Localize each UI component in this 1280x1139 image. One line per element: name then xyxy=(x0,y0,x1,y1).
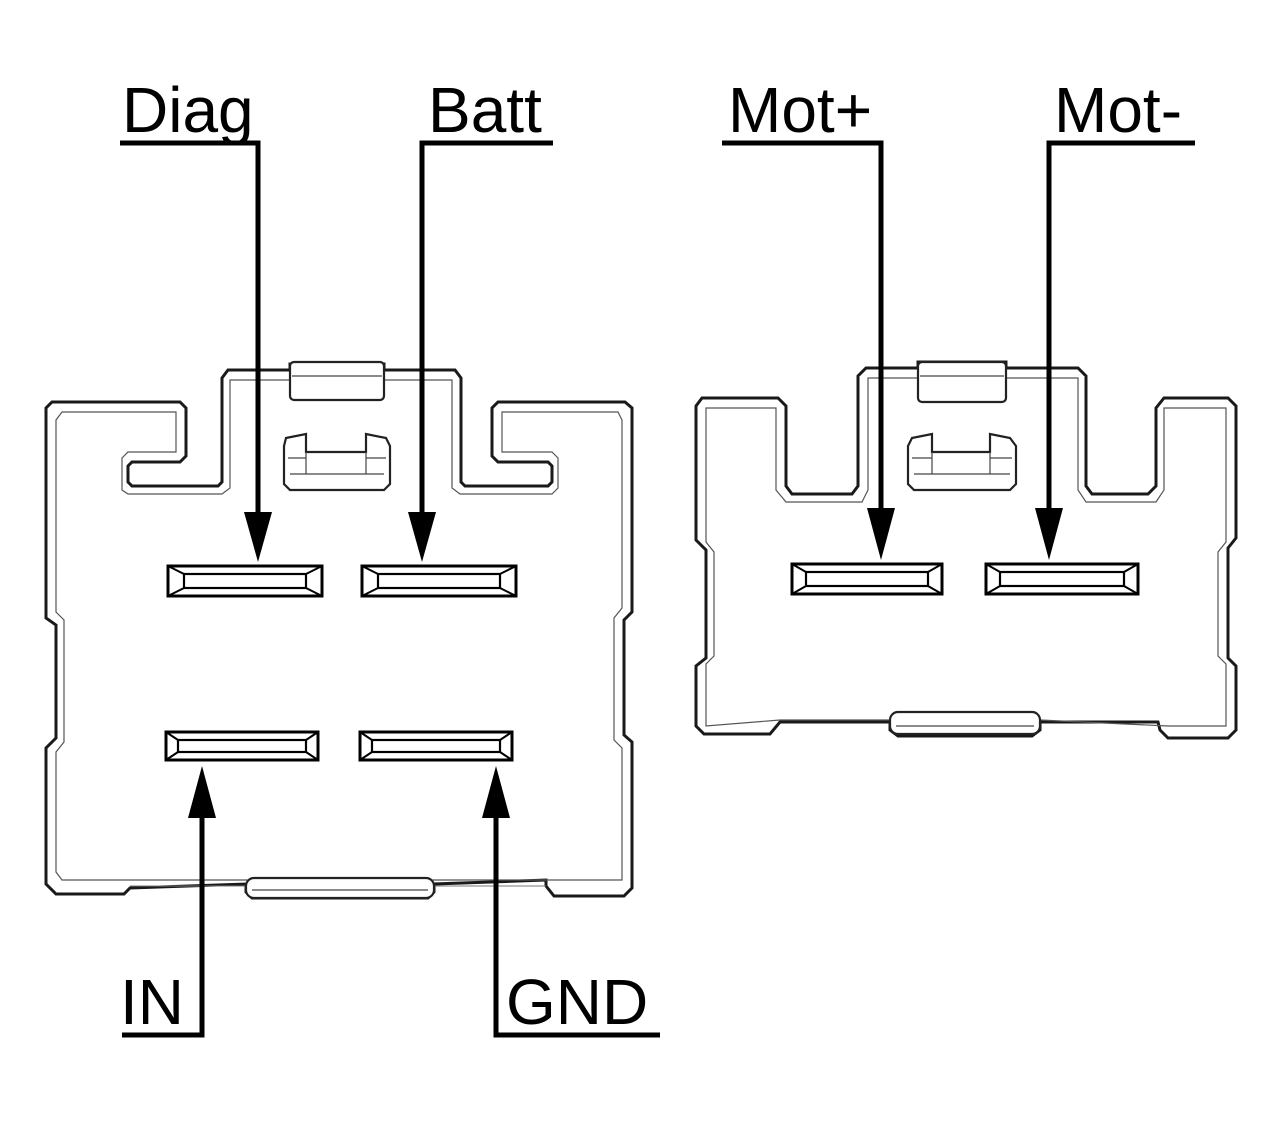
pin-in-terminal xyxy=(164,730,320,762)
leader-line-mot-minus xyxy=(1046,140,1195,512)
label-batt: Batt xyxy=(428,74,542,146)
arrow-up-icon xyxy=(482,766,510,818)
pin-batt-terminal xyxy=(360,564,518,598)
bottom-rib xyxy=(888,710,1042,736)
pin-mot-minus-terminal xyxy=(984,562,1140,596)
callout-batt: Batt xyxy=(408,74,553,562)
label-in: IN xyxy=(120,966,184,1038)
label-mot-minus: Mot- xyxy=(1054,74,1182,146)
pin-mot-plus-terminal xyxy=(790,562,944,596)
callout-mot-plus: Mot+ xyxy=(722,74,895,560)
arrow-down-icon xyxy=(244,512,272,562)
leader-line-batt xyxy=(419,140,553,515)
leader-line-mot-plus xyxy=(722,140,884,512)
pin-gnd-terminal xyxy=(358,730,514,762)
keying-latch xyxy=(906,432,1018,492)
top-latch-bar xyxy=(288,360,386,402)
right-connector-housing xyxy=(694,360,1238,740)
leader-line-in xyxy=(122,815,205,1038)
label-mot-plus: Mot+ xyxy=(728,74,872,146)
leader-line-gnd xyxy=(493,815,660,1038)
right-connector xyxy=(694,360,1238,740)
callout-diag: Diag xyxy=(120,74,272,562)
top-latch-bar xyxy=(916,360,1008,404)
arrow-down-icon xyxy=(408,512,436,562)
arrow-up-icon xyxy=(188,766,216,818)
bottom-rib xyxy=(244,876,436,900)
callout-mot-minus: Mot- xyxy=(1035,74,1195,560)
left-connector xyxy=(44,360,634,900)
left-connector-housing xyxy=(44,362,634,900)
label-diag: Diag xyxy=(122,74,254,146)
keying-latch xyxy=(282,432,392,492)
label-gnd: GND xyxy=(506,966,648,1038)
callout-gnd: GND xyxy=(482,766,660,1038)
callout-in: IN xyxy=(120,766,216,1038)
leader-line-diag xyxy=(120,140,261,515)
pin-diag-terminal xyxy=(166,564,324,598)
arrow-down-icon xyxy=(1035,508,1063,560)
arrow-down-icon xyxy=(867,508,895,560)
